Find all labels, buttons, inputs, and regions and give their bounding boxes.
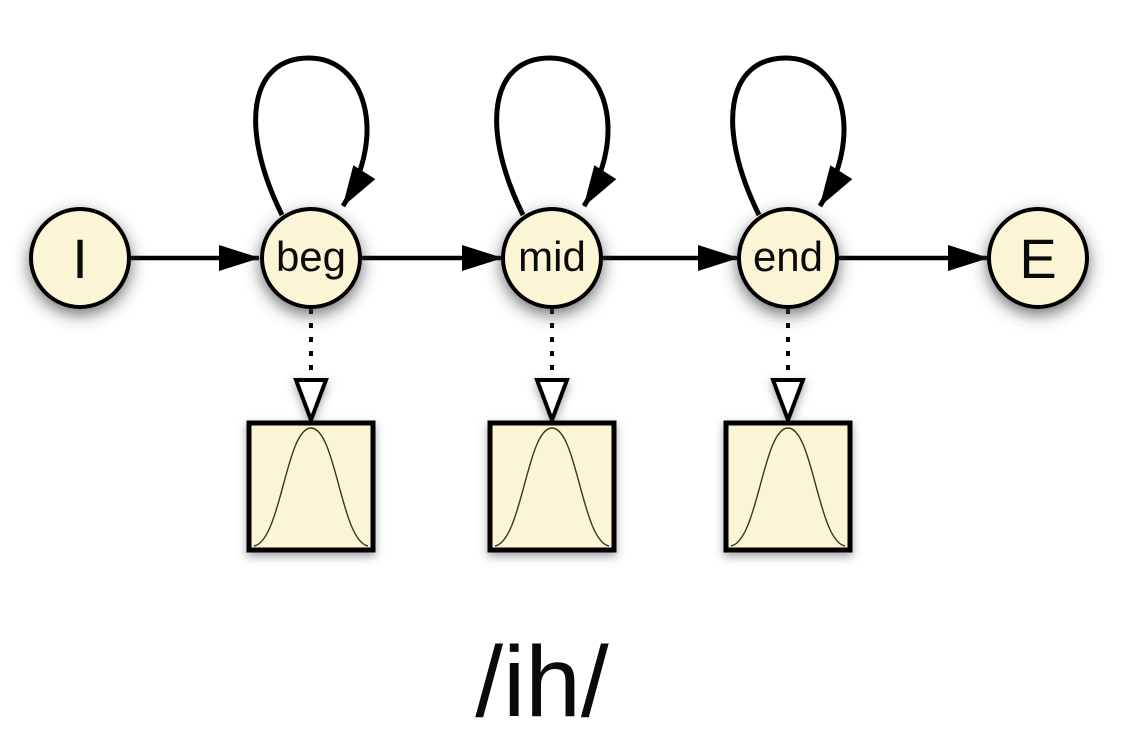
hollow-arrowhead-icon — [293, 378, 329, 426]
self-loop-arrow-end — [730, 55, 853, 217]
state-circle — [987, 207, 1089, 309]
gaussian-curve-icon — [253, 427, 369, 547]
gaussian-curve-icon — [494, 427, 610, 547]
gaussian-curve-icon — [730, 427, 846, 547]
state-circle — [29, 207, 131, 309]
state-circle — [260, 207, 362, 309]
hollow-arrowhead-icon — [534, 378, 570, 426]
state-node-I: I — [29, 207, 131, 309]
state-label-I: I — [72, 227, 88, 290]
state-nodes: I beg mid end E — [29, 207, 1089, 309]
self-loop-arrow-beg — [253, 55, 376, 217]
state-label-beg: beg — [276, 233, 346, 280]
state-node-E: E — [987, 207, 1089, 309]
emission-box-beg — [246, 420, 376, 553]
emission-connectors — [293, 309, 806, 426]
emission-boxes — [246, 420, 853, 553]
state-label-end: end — [753, 233, 823, 280]
state-node-end: end — [737, 207, 839, 309]
emission-box-mid — [487, 420, 617, 553]
self-loop-arrows — [253, 55, 853, 217]
phoneme-caption: /ih/ — [475, 626, 609, 738]
state-node-mid: mid — [501, 207, 603, 309]
state-circle — [737, 207, 839, 309]
state-label-mid: mid — [518, 233, 586, 280]
state-node-beg: beg — [260, 207, 362, 309]
emission-box-end — [723, 420, 853, 553]
state-circle — [501, 207, 603, 309]
self-loop-arrow-mid — [494, 55, 617, 217]
hollow-arrowhead-icon — [770, 378, 806, 426]
state-label-E: E — [1019, 227, 1056, 290]
